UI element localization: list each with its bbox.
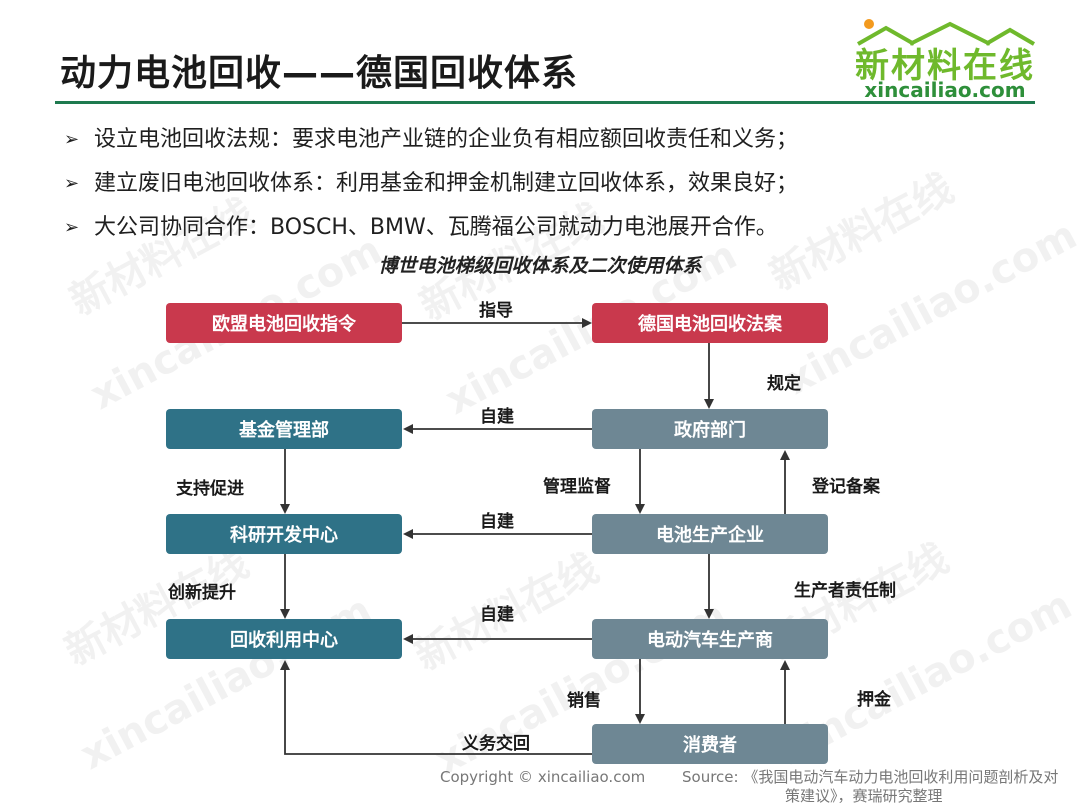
copyright-text: Copyright © xincailiao.com (440, 768, 646, 786)
title-divider (55, 101, 1035, 104)
source-line-1: Source: 《我国电动汽车动力电池回收利用问题剖析及对 (682, 768, 1059, 786)
edge-label-self-build: 自建 (480, 407, 514, 427)
arrow-bullet-icon: ➢ (64, 129, 80, 150)
node-recycle-center: 回收利用中心 (166, 619, 402, 659)
page-title: 动力电池回收——德国回收体系 (60, 53, 579, 94)
source-line-2: 策建议》，赛瑞研究整理 (785, 787, 943, 805)
logo-text-cn: 新材料在线 (855, 46, 1035, 86)
bullet-text: 建立废旧电池回收体系：利用基金和押金机制建立回收体系，效果良好； (94, 171, 799, 196)
edge-label-deposit: 押金 (857, 690, 891, 710)
edge-label-return: 义务交回 (462, 734, 530, 754)
node-ev-maker: 电动汽车生产商 (592, 619, 828, 659)
edge-label-register: 登记备案 (812, 477, 880, 497)
arrow-consumer-to-recycle (280, 660, 592, 755)
edge-label-innovate: 创新提升 (168, 583, 236, 603)
edge-label-guide: 指导 (479, 301, 513, 321)
node-eu-directive: 欧盟电池回收指令 (166, 303, 402, 343)
brand-logo: 新材料在线 xincailiao.com (850, 18, 1040, 102)
edge-label-supervise: 管理监督 (543, 477, 611, 497)
node-battery-maker: 电池生产企业 (592, 514, 828, 554)
node-consumer: 消费者 (592, 724, 828, 764)
source-citation: Source: 《我国电动汽车动力电池回收利用问题剖析及对 策建议》，赛瑞研究整… (682, 768, 1067, 806)
logo-text-en: xincailiao.com (864, 78, 1026, 102)
edge-label-regulate: 规定 (767, 374, 801, 394)
node-de-law: 德国电池回收法案 (592, 303, 828, 343)
edge-label-self-build: 自建 (480, 512, 514, 532)
bullet-text: 设立电池回收法规：要求电池产业链的企业负有相应额回收责任和义务； (94, 127, 799, 152)
diagram-title: 博世电池梯级回收体系及二次使用体系 (378, 255, 702, 277)
node-fund-dept: 基金管理部 (166, 409, 402, 449)
node-gov: 政府部门 (592, 409, 828, 449)
edge-label-producer-resp: 生产者责任制 (794, 581, 896, 601)
edge-label-self-build: 自建 (480, 605, 514, 625)
edge-label-support: 支持促进 (176, 479, 244, 499)
bullet-text: 大公司协同合作：BOSCH、BMW、瓦腾福公司就动力电池展开合作。 (94, 215, 778, 240)
node-rnd-center: 科研开发中心 (166, 514, 402, 554)
arrow-bullet-icon: ➢ (64, 173, 80, 194)
edge-label-sales: 销售 (567, 691, 601, 711)
house-roof-icon (857, 19, 1036, 46)
arrow-bullet-icon: ➢ (64, 217, 80, 238)
